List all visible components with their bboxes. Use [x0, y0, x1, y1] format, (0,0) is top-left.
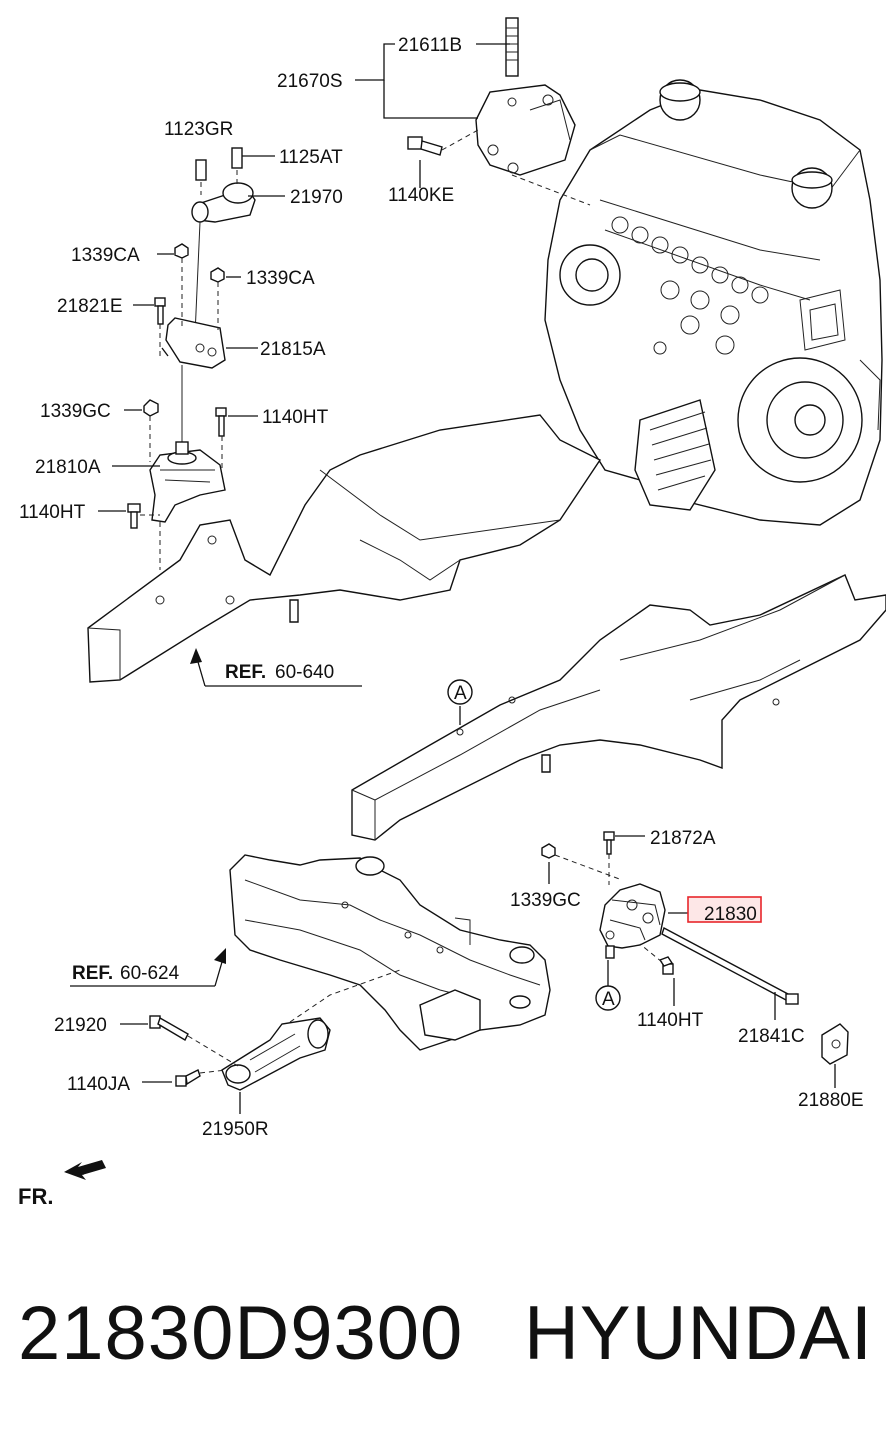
label-21810a: 21810A	[35, 457, 101, 478]
label-1123gr: 1123GR	[164, 119, 233, 140]
engine-mount-21810a	[143, 399, 227, 523]
bolt-21821e	[154, 297, 166, 325]
label-ref-60-640: 60-640	[275, 662, 334, 683]
label-21880e: 21880E	[798, 1090, 864, 1111]
label-1140ht-left: 1140HT	[19, 502, 86, 523]
label-21821e: 21821E	[57, 296, 123, 317]
part-number: 21830D9300	[18, 1291, 464, 1376]
label-1339gc-top: 1339GC	[40, 401, 111, 422]
label-1339gc-bottom: 1339GC	[510, 890, 581, 911]
label-1140ke: 1140KE	[388, 185, 454, 206]
callout-circle-a-lower	[595, 985, 621, 1011]
label-21950r: 21950R	[202, 1119, 269, 1140]
label-21830: 21830	[704, 904, 757, 925]
label-ref-60-624: 60-624	[120, 963, 180, 984]
front-direction-arrow-icon	[64, 1160, 106, 1180]
label-21611b: 21611B	[398, 35, 462, 56]
through-bolt-21841c	[661, 926, 799, 1005]
leader-lines	[70, 43, 836, 1114]
cover-plate-21880e	[821, 1023, 849, 1065]
upper-side-member	[87, 414, 602, 683]
label-1140ht-bottom: 1140HT	[637, 1010, 704, 1031]
label-21970: 21970	[290, 187, 343, 208]
part-highlight-box	[687, 896, 762, 923]
nut-1339ca-right	[210, 267, 225, 283]
label-1140ht-top: 1140HT	[262, 407, 329, 428]
callout-circle-a-upper	[447, 679, 473, 705]
label-21815a: 21815A	[260, 339, 326, 360]
label-ref-60-640-prefix: REF.	[225, 662, 266, 683]
bolt-21920	[149, 1015, 189, 1041]
bolt-21872a	[603, 831, 615, 855]
label-21841c: 21841C	[738, 1026, 805, 1047]
reference-arrowheads	[190, 648, 226, 964]
lower-side-member	[351, 574, 886, 841]
front-subframe	[229, 854, 551, 1051]
label-callout-a-lower: A	[602, 989, 615, 1010]
mount-bracket-21830	[599, 883, 666, 959]
part-caption: 21830D9300 HYUNDAI	[18, 1290, 878, 1410]
label-1125at: 1125AT	[279, 147, 343, 168]
engine-block-illustration	[544, 79, 883, 526]
label-1339ca-right: 1339CA	[246, 268, 315, 289]
label-ref-60-624-prefix: REF.	[72, 963, 113, 984]
label-front-marker: FR.	[18, 1184, 53, 1209]
nut-1339ca-left	[174, 243, 189, 259]
label-21872a: 21872A	[650, 828, 716, 849]
label-1339ca-left: 1339CA	[71, 245, 140, 266]
bolt-1140ja	[175, 1069, 201, 1087]
label-21670s: 21670S	[277, 71, 343, 92]
brand-name: HYUNDAI	[524, 1291, 874, 1376]
roll-rod-21950r	[221, 1017, 331, 1091]
bracket-21815a	[165, 317, 226, 369]
label-21920: 21920	[54, 1015, 107, 1036]
bolt-1140ht-bottom	[658, 956, 674, 975]
nut-1339gc-bottom	[541, 843, 556, 859]
label-1140ja: 1140JA	[67, 1074, 130, 1095]
engine-mounting-bracket-21670s	[475, 17, 576, 176]
roll-stopper-21970	[191, 147, 256, 223]
bolt-1140ht-left	[127, 503, 141, 529]
bolt-1140ke	[407, 136, 443, 156]
label-callout-a-upper: A	[454, 683, 467, 704]
